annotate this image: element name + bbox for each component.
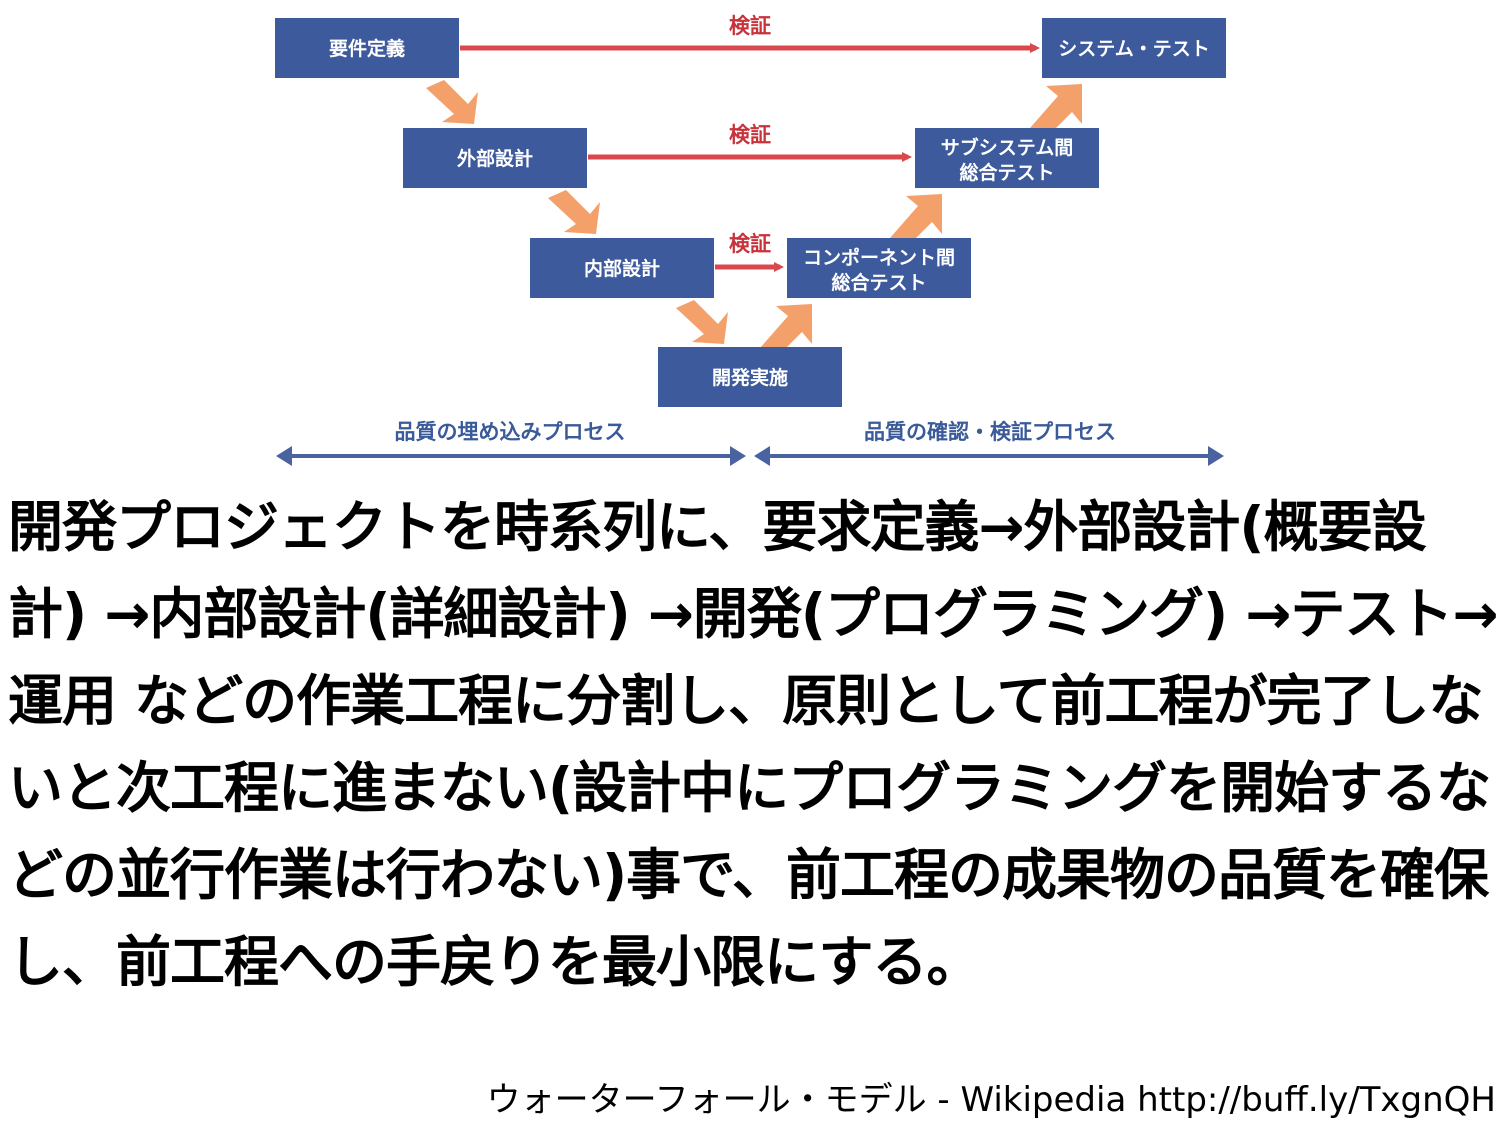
verify-label-bottom: 検証 [729,232,771,256]
verify-arrows [460,43,1040,272]
flow-arrow-2 [548,190,600,234]
box-subsystem-test-line2: 総合テスト [959,161,1054,184]
flow-arrow-3 [676,300,728,344]
description-text: 開発プロジェクトを時系列に、要求定義→外部設計(概要設計) →内部設計(詳細設計… [8,495,1498,994]
box-internal-design [530,238,714,298]
v-model-diagram: 検証 検証 検証 要件定義 外部設計 内部設計 開発実施 システム・テスト サブ… [275,14,1226,466]
box-subsystem-test [915,128,1099,188]
phase-arrow-right [754,446,1224,466]
box-system-test [1042,18,1226,78]
phase-label-right: 品質の確認・検証プロセス [864,420,1116,444]
source-citation: ウォーターフォール・モデル - Wikipedia http://buff.ly… [486,1080,1496,1120]
box-requirements-label: 要件定義 [329,37,405,60]
phase-label-left: 品質の埋め込みプロセス [395,420,626,444]
box-component-test-line2: 総合テスト [831,271,926,294]
box-development-label: 開発実施 [712,366,788,389]
box-component-test-line1: コンポーネント間 [803,246,955,269]
flow-arrow-5 [890,194,942,246]
phase-arrow-left [276,446,746,466]
flow-arrow-6 [1030,84,1082,136]
box-external-design [403,128,587,188]
verify-label-middle: 検証 [729,123,771,147]
box-subsystem-test-line1: サブシステム間 [941,136,1073,159]
box-requirements [275,18,459,78]
verify-label-top: 検証 [729,14,771,38]
box-component-test [787,238,971,298]
flow-arrow-4 [760,304,812,356]
flow-arrows [426,80,1082,356]
box-external-design-label: 外部設計 [457,147,533,170]
box-system-test-label: システム・テスト [1058,38,1209,60]
box-internal-design-label: 内部設計 [584,257,660,280]
flow-arrow-1 [426,80,478,124]
box-development [658,347,842,407]
